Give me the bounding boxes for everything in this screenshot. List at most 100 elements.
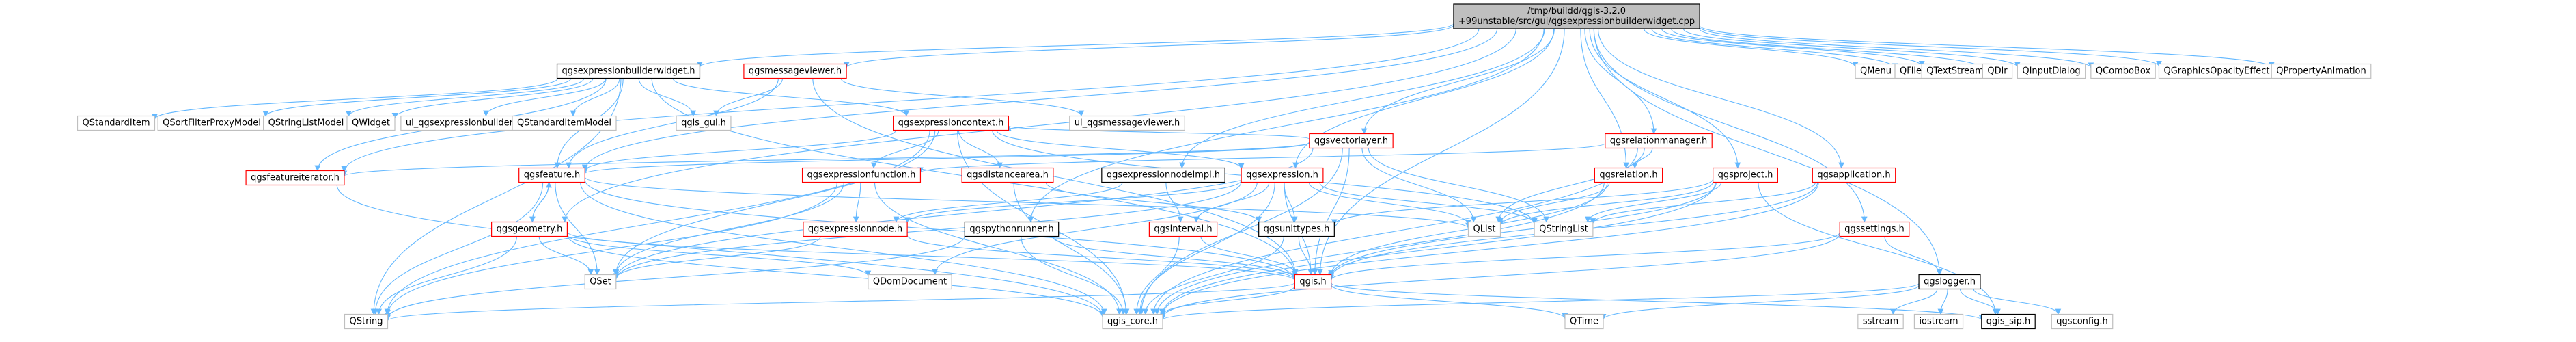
node-box <box>1453 3 1700 29</box>
edge-vectorlayer-to-exprctx <box>1006 124 1310 140</box>
node-qwidget: QWidget <box>346 115 396 131</box>
node-label: qgsinterval.h <box>1154 224 1212 235</box>
edge-feature-to-qstring <box>372 182 544 315</box>
edge-interval-to-qgis-h <box>1200 236 1299 276</box>
node-label: qgslogger.h <box>1924 277 1976 287</box>
node-exprctx: qgsexpressioncontext.h <box>893 115 1009 131</box>
node-settings: qgssettings.h <box>1839 221 1910 237</box>
edge-msgviewer-to-feature <box>566 78 779 169</box>
node-label: qgssettings.h <box>1844 224 1905 235</box>
node-label: QSet <box>590 277 611 287</box>
edge-logger-to-sstream <box>1889 289 1938 315</box>
edge-expr-to-qdomdoc <box>932 182 1258 276</box>
edge-logger-to-sip-h <box>1960 289 2001 315</box>
edge-project-to-qstringlist <box>1585 182 1722 223</box>
edge-ebw-h-to-exprctx <box>672 78 910 117</box>
edge-feature-to-qset <box>555 182 600 276</box>
edge-exprnode-to-qgis-h <box>906 235 1298 280</box>
node-qtime: QTime <box>1564 313 1604 330</box>
edge-root-to-featiter <box>341 28 1480 172</box>
edge-exprctx-to-qset <box>613 130 936 276</box>
edge-logger-to-core-h <box>1159 282 1920 321</box>
node-label: qgsunittypes.h <box>1264 224 1330 235</box>
edge-root-to-nodeimpl <box>1179 28 1545 169</box>
edge-root-to-qdir <box>1671 28 1986 70</box>
node-relmgr: qgsrelationmanager.h <box>1605 133 1713 149</box>
node-box <box>1294 274 1332 290</box>
edge-geometry-to-qgis-h <box>566 231 1298 282</box>
node-box <box>1713 167 1778 183</box>
node-box <box>1101 167 1225 183</box>
node-box <box>245 170 345 186</box>
edge-ebw-h-to-qslm <box>346 78 585 117</box>
node-box <box>1258 221 1335 237</box>
edge-root-to-qcombobox <box>1699 28 2094 69</box>
node-qcombobox: QComboBox <box>2090 63 2156 79</box>
node-qgis-h: qgis.h <box>1294 274 1332 290</box>
edge-geometry-to-core-h <box>566 235 1106 318</box>
node-expr: qgsexpression.h <box>1241 167 1324 183</box>
edge-relation-to-qlist <box>1497 182 1610 224</box>
node-iostream: iostream <box>1913 313 1964 330</box>
edge-root-to-qgoe <box>1699 26 2162 67</box>
node-box <box>964 221 1060 237</box>
node-qgoe: QGraphicsOpacityEffect <box>2158 63 2275 79</box>
node-label: +99unstable/src/gui/qgsexpressionbuilder… <box>1458 16 1695 27</box>
node-label: QPropertyAnimation <box>2276 66 2366 77</box>
node-qset: QSet <box>584 274 617 290</box>
node-label: qgsgeometry.h <box>497 224 563 235</box>
dependency-nodes: /tmp/buildd/qgis-3.2.0+99unstable/src/gu… <box>77 3 2372 330</box>
node-label: qgsexpression.h <box>1246 170 1318 181</box>
edge-application-to-qstringlist <box>1590 182 1816 224</box>
edge-geometry-to-qdomdoc <box>566 234 872 277</box>
edge-root-to-pyrunner <box>1027 28 1545 223</box>
node-nodeimpl: qgsexpressionnodeimpl.h <box>1101 167 1225 183</box>
node-box <box>1918 274 1981 290</box>
node-ui-msgv: ui_qgsmessageviewer.h <box>1069 115 1185 131</box>
node-label: QGraphicsOpacityEffect <box>2163 66 2269 77</box>
node-core-h: qgis_core.h <box>1102 313 1163 330</box>
edge-nodeimpl-to-exprnode <box>893 182 1123 223</box>
edge-project-to-core-h <box>1159 182 1716 315</box>
edge-vectorlayer-to-qgis-h <box>1312 148 1350 276</box>
node-qpropanim: QPropertyAnimation <box>2271 63 2372 79</box>
node-exprnode: qgsexpressionnode.h <box>803 221 908 237</box>
edge-exprctx-to-qstring <box>384 130 930 315</box>
node-box <box>1069 115 1185 131</box>
node-label: qgsexpressionbuilderwidget.h <box>562 66 695 77</box>
node-box <box>1594 167 1663 183</box>
node-label: qgsexpressionnodeimpl.h <box>1107 170 1220 181</box>
node-label: qgsrelationmanager.h <box>1610 136 1707 146</box>
node-pyrunner: qgspythonrunner.h <box>964 221 1060 237</box>
node-label: qgsexpressioncontext.h <box>898 118 1004 129</box>
edge-distarea-to-unittypes <box>1045 182 1262 223</box>
node-label: qgsmessageviewer.h <box>749 66 842 77</box>
edge-geometry-to-qset <box>538 236 594 276</box>
node-label: qgis_sip.h <box>1986 317 2030 327</box>
edge-exprctx-to-distarea <box>958 130 1003 169</box>
node-label: QComboBox <box>2096 66 2151 77</box>
node-sstream: sstream <box>1857 313 1904 330</box>
edge-root-to-feature <box>581 28 1498 171</box>
edge-ebw-h-to-ui-ebw <box>483 78 607 117</box>
node-label: QStringList <box>1539 224 1588 235</box>
edge-ebw-h-to-gui-h <box>638 78 697 117</box>
edge-unittypes-to-qgis-h <box>1298 236 1314 276</box>
edge-exprctx-to-exprfunc <box>870 130 939 169</box>
node-distarea: qgsdistancearea.h <box>961 167 1054 183</box>
edge-exprfunc-to-qset <box>613 182 844 276</box>
edge-logger-to-iostream <box>1937 289 1948 315</box>
node-box <box>512 115 617 131</box>
edge-logger-to-qtime <box>1600 285 1920 320</box>
node-box <box>1839 221 1910 237</box>
edge-nodeimpl-to-interval <box>1165 182 1184 223</box>
node-label: qgsdistancearea.h <box>967 170 1049 181</box>
node-ui-ebw: ui_qgsexpressionbuilder.h <box>400 115 526 131</box>
edge-qgis-h-to-qtime <box>1331 284 1568 319</box>
dependency-edges <box>152 23 2275 321</box>
node-box <box>1309 133 1394 149</box>
node-qgsconfig: qgsconfig.h <box>2051 313 2114 330</box>
node-label: qgis.h <box>1299 277 1326 287</box>
edge-qgis-h-to-qstring <box>385 282 1295 321</box>
edge-expr-to-qstringlist <box>1319 182 1538 224</box>
